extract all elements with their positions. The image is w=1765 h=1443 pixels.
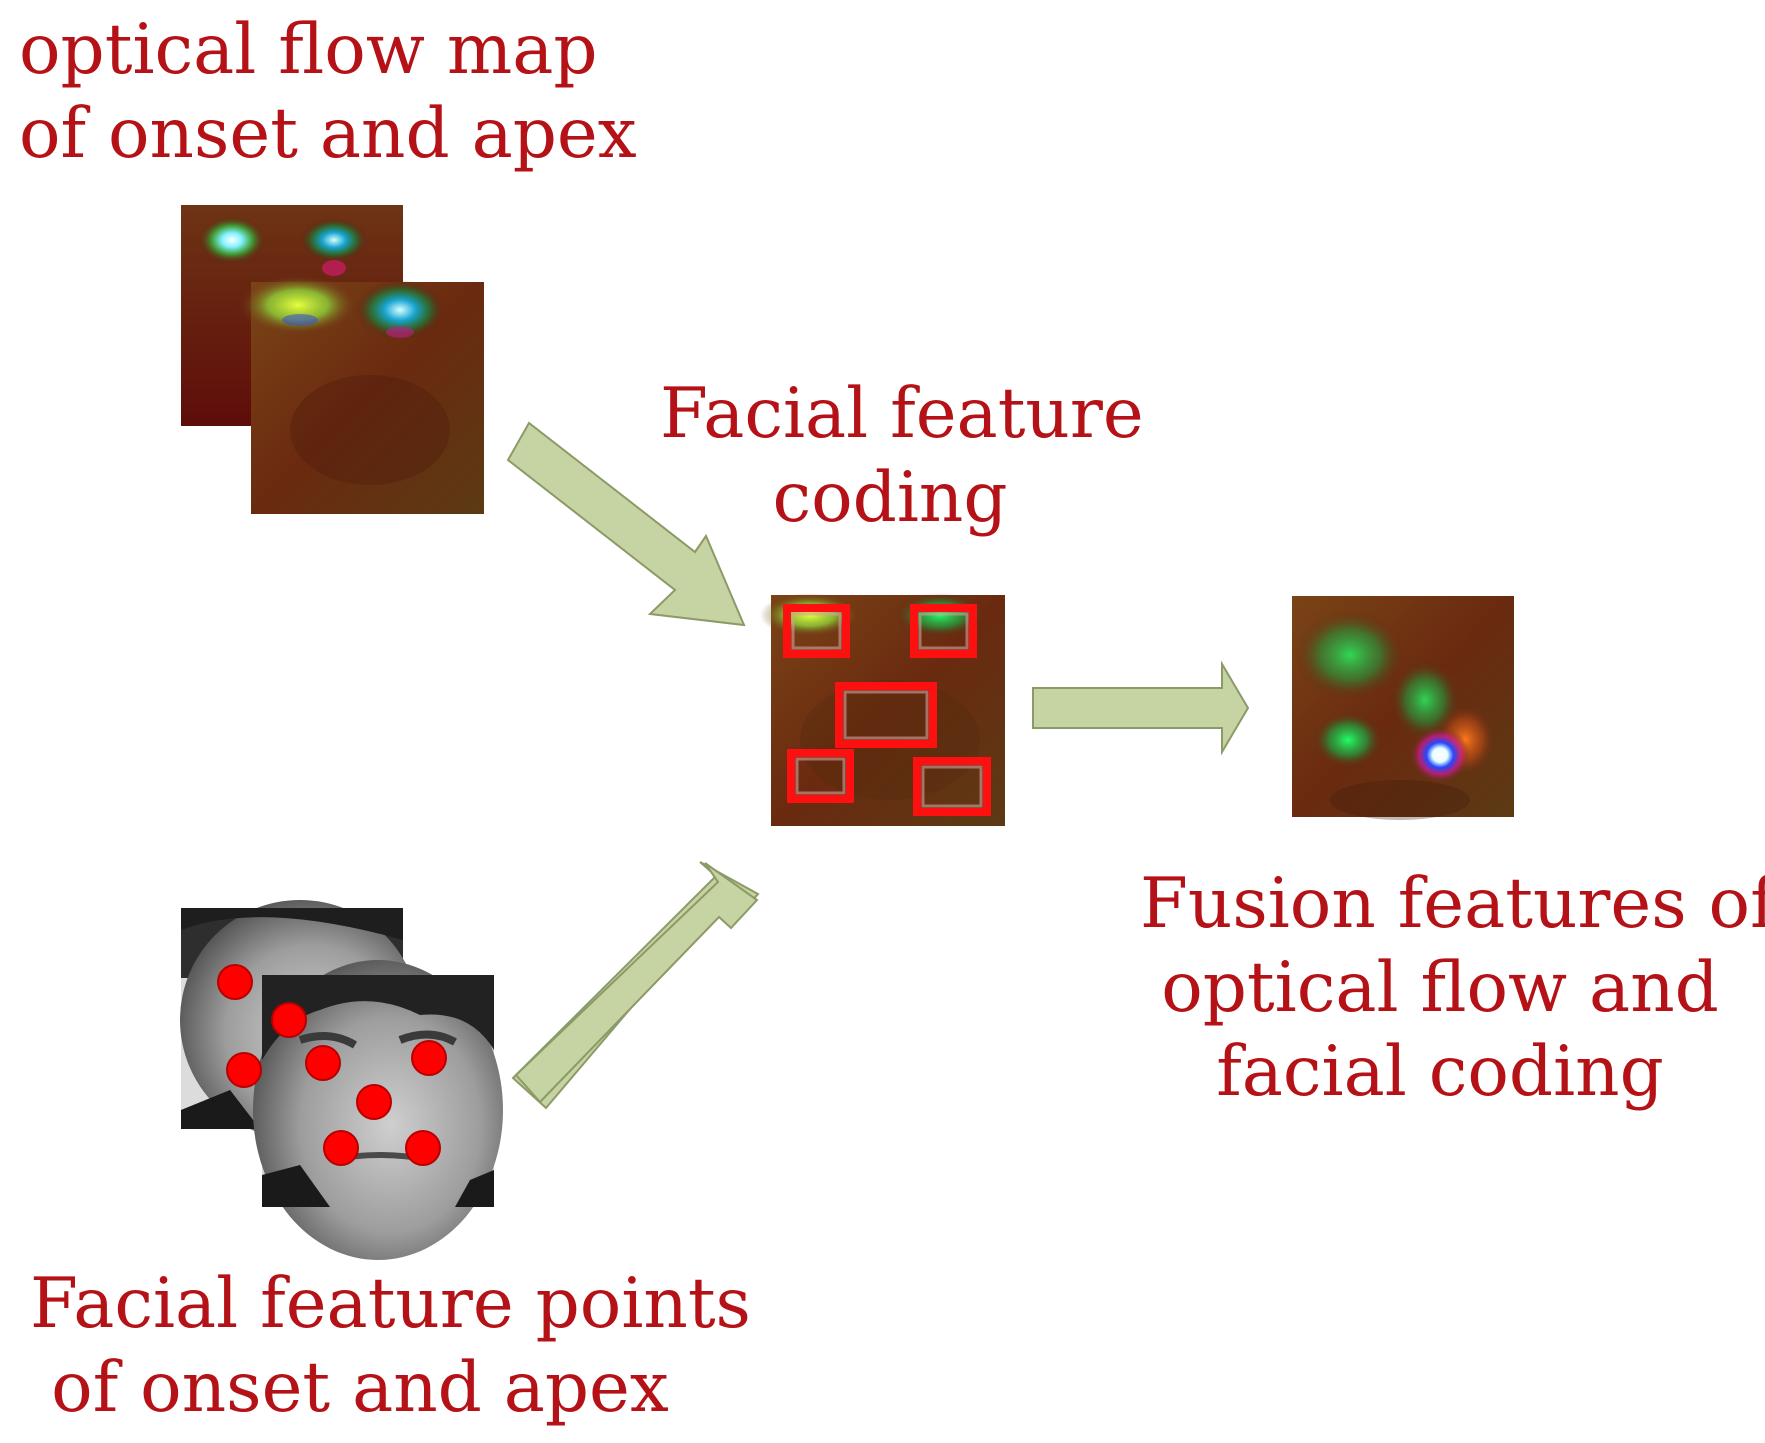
fusion-label-line-3: facial coding <box>1216 1032 1664 1112</box>
facial-coding-label: Facial feature coding <box>660 372 1144 540</box>
feature-point <box>411 1040 447 1076</box>
feature-point <box>405 1130 441 1166</box>
fusion-label: Fusion features of optical flow and faci… <box>1140 862 1765 1114</box>
coding-regions <box>783 604 991 816</box>
feature-point <box>356 1084 392 1120</box>
region-box <box>835 682 937 748</box>
feature-points-label-line-2: of onset and apex <box>51 1348 669 1428</box>
feature-point <box>271 1002 307 1038</box>
optical-flow-label-line-2: of onset and apex <box>19 94 637 174</box>
region-box <box>787 749 854 803</box>
arrow-optical-flow-to-coding <box>506 421 746 627</box>
facial-feature-coding-map <box>760 593 1005 826</box>
facial-coding-label-line-1: Facial feature <box>660 374 1144 454</box>
facial-coding-label-line-2: coding <box>772 458 1008 538</box>
feature-points-label: Facial feature points of onset and apex <box>30 1262 751 1430</box>
feature-point <box>226 1052 262 1088</box>
optical-flow-map-apex <box>238 275 484 514</box>
region-box <box>913 757 991 816</box>
fusion-features-map <box>1292 596 1514 820</box>
feature-point <box>323 1130 359 1166</box>
optical-flow-label-line-1: optical flow map <box>19 10 598 90</box>
region-box <box>783 604 850 658</box>
fusion-label-line-2: optical flow and <box>1161 948 1719 1028</box>
fusion-label-line-1: Fusion features of <box>1140 864 1765 944</box>
region-box <box>910 604 977 658</box>
optical-flow-label: optical flow map of onset and apex <box>19 8 637 176</box>
feature-point <box>217 964 253 1000</box>
feature-point <box>305 1045 341 1081</box>
arrow-face-points-to-coding <box>511 861 760 1110</box>
feature-points <box>217 964 447 1166</box>
feature-points-label-line-1: Facial feature points <box>30 1264 751 1344</box>
arrow-coding-to-fusion <box>1032 660 1250 756</box>
